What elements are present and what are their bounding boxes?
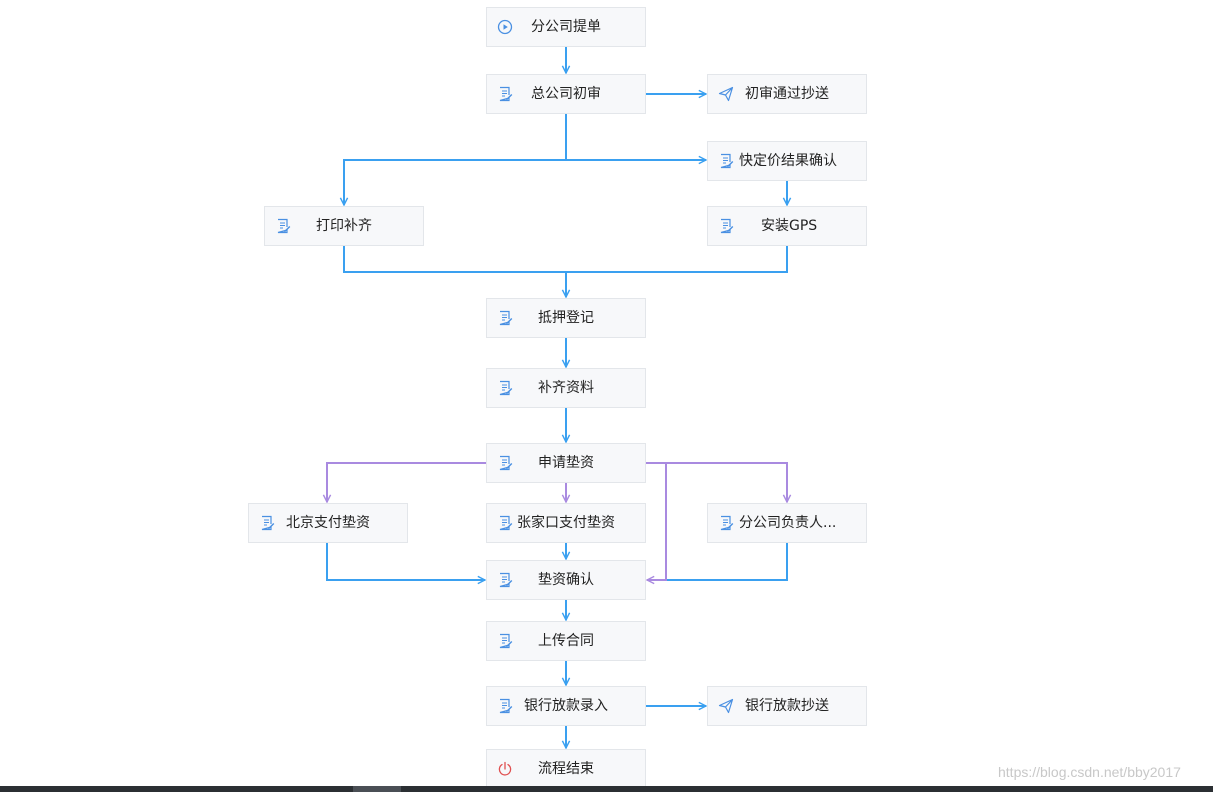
node-label: 抵押登记 (538, 310, 594, 326)
play-circle-icon (497, 19, 513, 35)
node-label: 分公司提单 (531, 19, 601, 35)
edge-apply-head (646, 462, 787, 502)
form-icon (720, 153, 734, 169)
edge-review-print (344, 113, 567, 205)
node-mortgage[interactable]: 抵押登记 (486, 298, 646, 338)
node-label: 分公司负责人... (739, 515, 837, 531)
form-icon (499, 86, 513, 102)
watermark: https://blog.csdn.net/bby2017 (998, 764, 1181, 780)
node-quick-price[interactable]: 快定价结果确认 (707, 141, 867, 181)
form-icon (499, 633, 513, 649)
form-icon (261, 515, 275, 531)
node-label: 上传合同 (538, 633, 594, 649)
edge-apply-beijing (327, 462, 486, 502)
node-label: 补齐资料 (538, 380, 594, 396)
form-icon (499, 698, 513, 714)
bottom-bar-segment (353, 786, 401, 792)
node-label: 垫资确认 (538, 572, 594, 588)
node-cc-initial[interactable]: 初审通过抄送 (707, 74, 867, 114)
node-label: 张家口支付垫资 (517, 515, 615, 531)
node-label: 安装GPS (761, 218, 818, 234)
node-apply-advance[interactable]: 申请垫资 (486, 443, 646, 483)
edge-head-confirm (666, 542, 788, 581)
form-icon (499, 310, 513, 326)
node-label: 北京支付垫资 (286, 515, 370, 531)
form-icon (499, 572, 513, 588)
node-label: 银行放款录入 (524, 698, 608, 714)
node-label: 初审通过抄送 (745, 86, 829, 102)
node-print[interactable]: 打印补齐 (264, 206, 424, 246)
send-icon (718, 698, 734, 714)
edge-print-merge (343, 245, 566, 273)
node-label: 申请垫资 (538, 455, 594, 471)
node-beijing-pay[interactable]: 北京支付垫资 (248, 503, 408, 543)
node-label: 总公司初审 (531, 86, 601, 102)
form-icon (499, 380, 513, 396)
node-branch-head[interactable]: 分公司负责人... (707, 503, 867, 543)
form-icon (499, 455, 513, 471)
send-icon (718, 86, 734, 102)
node-label: 打印补齐 (316, 218, 372, 234)
node-end[interactable]: 流程结束 (486, 749, 646, 789)
node-label: 银行放款抄送 (745, 698, 829, 714)
node-label: 快定价结果确认 (739, 153, 837, 169)
node-upload-contract[interactable]: 上传合同 (486, 621, 646, 661)
node-advance-confirm[interactable]: 垫资确认 (486, 560, 646, 600)
edge-gps-merge (566, 245, 788, 273)
node-supplement[interactable]: 补齐资料 (486, 368, 646, 408)
node-label: 流程结束 (538, 761, 594, 777)
node-gps[interactable]: 安装GPS (707, 206, 867, 246)
form-icon (499, 515, 513, 531)
edge-beijing-confirm (326, 542, 485, 580)
form-icon (277, 218, 291, 234)
form-icon (720, 218, 734, 234)
node-initial-review[interactable]: 总公司初审 (486, 74, 646, 114)
node-loan-entry[interactable]: 银行放款录入 (486, 686, 646, 726)
edge-apply-confirm (646, 462, 667, 580)
form-icon (720, 515, 734, 531)
power-icon (498, 761, 512, 776)
node-zjk-pay[interactable]: 张家口支付垫资 (486, 503, 646, 543)
node-start[interactable]: 分公司提单 (486, 7, 646, 47)
bottom-bar (0, 786, 1213, 792)
node-cc-loan[interactable]: 银行放款抄送 (707, 686, 867, 726)
